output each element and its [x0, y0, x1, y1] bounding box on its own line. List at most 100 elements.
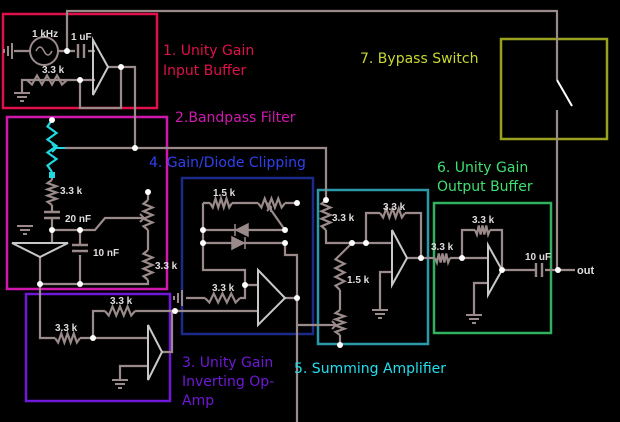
capacitor-20nf — [44, 210, 60, 220]
potentiometer-level — [140, 199, 156, 231]
r-inv2-label: 3.3 k — [110, 296, 133, 307]
opamp-bandpass — [11, 242, 69, 259]
junction-node — [282, 227, 288, 233]
capacitor-10nf — [72, 243, 88, 253]
junction-node — [459, 255, 465, 261]
potentiometer-mix — [332, 309, 348, 336]
stage5-box — [316, 188, 430, 346]
opamp-summing — [391, 229, 409, 289]
junction-node — [349, 240, 355, 246]
r-out-fb-label: 3.3 k — [472, 215, 495, 226]
junction-node — [200, 227, 206, 233]
junction-node — [77, 281, 83, 287]
resistor-3.3k-sum — [318, 199, 334, 231]
ground-icon — [372, 309, 388, 319]
opamp-inverting — [147, 324, 164, 381]
stage1-label-line2: Input Buffer — [163, 63, 246, 79]
diode-1 — [234, 222, 249, 238]
stage4-label: 4. Gain/Diode Clipping — [149, 155, 306, 171]
opamp-clipping — [257, 267, 287, 328]
capacitor-1uf — [76, 44, 86, 58]
junction-node — [37, 281, 43, 287]
c-out-label: 10 uF — [525, 252, 551, 263]
junction-node — [294, 200, 300, 206]
resistor-3.3k-clip — [204, 290, 241, 306]
stage6-label-line2: Output Buffer — [437, 179, 533, 195]
ground-icon — [17, 225, 33, 235]
opamp-input-buffer — [92, 36, 110, 96]
potentiometer-tone — [45, 119, 59, 173]
stage6-box — [432, 201, 553, 335]
opamp-output-buffer — [487, 241, 504, 299]
output-terminal-label: out — [577, 265, 594, 277]
potentiometer-gain-wiper[interactable] — [266, 202, 273, 212]
junction-node — [118, 64, 124, 70]
ac-source-icon — [29, 36, 59, 66]
junction-node — [132, 145, 138, 151]
bypass-switch[interactable] — [556, 79, 573, 107]
resistor-3.3k-out-in — [433, 253, 452, 267]
stage7-label: 7. Bypass Switch — [360, 51, 479, 67]
stage3-box — [24, 292, 172, 403]
source-freq-label: 1 kHz — [32, 29, 58, 40]
r-gain-label: 1.5 k — [213, 188, 236, 199]
resistor-3.3k-out-fb — [473, 225, 492, 239]
junction-node — [200, 240, 206, 246]
resistor-1.5k-sum — [332, 254, 348, 291]
ground-icon — [112, 379, 128, 389]
ground-icon — [173, 290, 183, 306]
r-inv1-label: 3.3 k — [55, 323, 78, 334]
junction-node — [282, 240, 288, 246]
r-out-in-label: 3.3 k — [431, 242, 454, 253]
r-sum-fb-label: 3.3 k — [383, 202, 406, 213]
junction-node — [172, 308, 178, 314]
r-bp-label: 3.3 k — [60, 186, 83, 197]
sine-wave-icon — [35, 46, 53, 56]
resistor-3.3k-inv-fb — [104, 303, 136, 319]
resistor-3.3k-bp2 — [140, 249, 156, 281]
junction-node — [77, 227, 83, 233]
r-bp2-label: 3.3 k — [155, 261, 178, 272]
resistor-3.3k-sum-fb — [379, 205, 406, 221]
junction-node — [323, 197, 329, 203]
ground-icon — [466, 314, 482, 324]
c-10n-label: 10 nF — [93, 248, 119, 259]
opamps — [11, 36, 504, 381]
resistor-1.5k-gain — [209, 194, 233, 212]
junction-node — [555, 267, 561, 273]
stage2-box — [5, 115, 169, 291]
c-in-label: 1 uF — [71, 32, 92, 43]
stage7-box — [499, 37, 609, 141]
junction-node — [77, 77, 83, 83]
ground-icon — [3, 43, 13, 59]
ground-icon — [14, 92, 30, 102]
stage5-label: 5. Summing Amplifier — [294, 361, 446, 377]
r-clip-label: 3.3 k — [212, 283, 235, 294]
capacitor-10uf — [534, 263, 544, 277]
junction-node — [363, 240, 369, 246]
junction-node — [499, 267, 505, 273]
pot-terminal — [49, 172, 55, 178]
resistor-3.3k-input — [26, 73, 68, 87]
junction-node — [418, 255, 424, 261]
resistor-3.3k-bp — [44, 179, 60, 206]
junction-node — [90, 335, 96, 341]
stage1-label-line1: 1. Unity Gain — [163, 43, 254, 59]
junction-node — [49, 227, 55, 233]
stage3-label-line3: Amp — [182, 393, 214, 409]
potentiometer-gain — [257, 195, 286, 211]
diode-2 — [231, 235, 246, 251]
stage4-box — [180, 176, 315, 336]
potentiometer-level-wiper[interactable] — [105, 213, 146, 223]
c-20n-label: 20 nF — [65, 214, 91, 225]
r-sum2-label: 1.5 k — [347, 275, 370, 286]
junction-node — [64, 48, 70, 54]
junction-node — [294, 295, 300, 301]
r-in-label: 3.3 k — [42, 65, 65, 76]
junction-node — [49, 117, 55, 123]
potentiometer-tone-wiper[interactable] — [51, 143, 65, 153]
potentiometer-mix-wiper[interactable] — [300, 320, 338, 330]
stage3-label-line2: Inverting Op- — [182, 374, 274, 390]
